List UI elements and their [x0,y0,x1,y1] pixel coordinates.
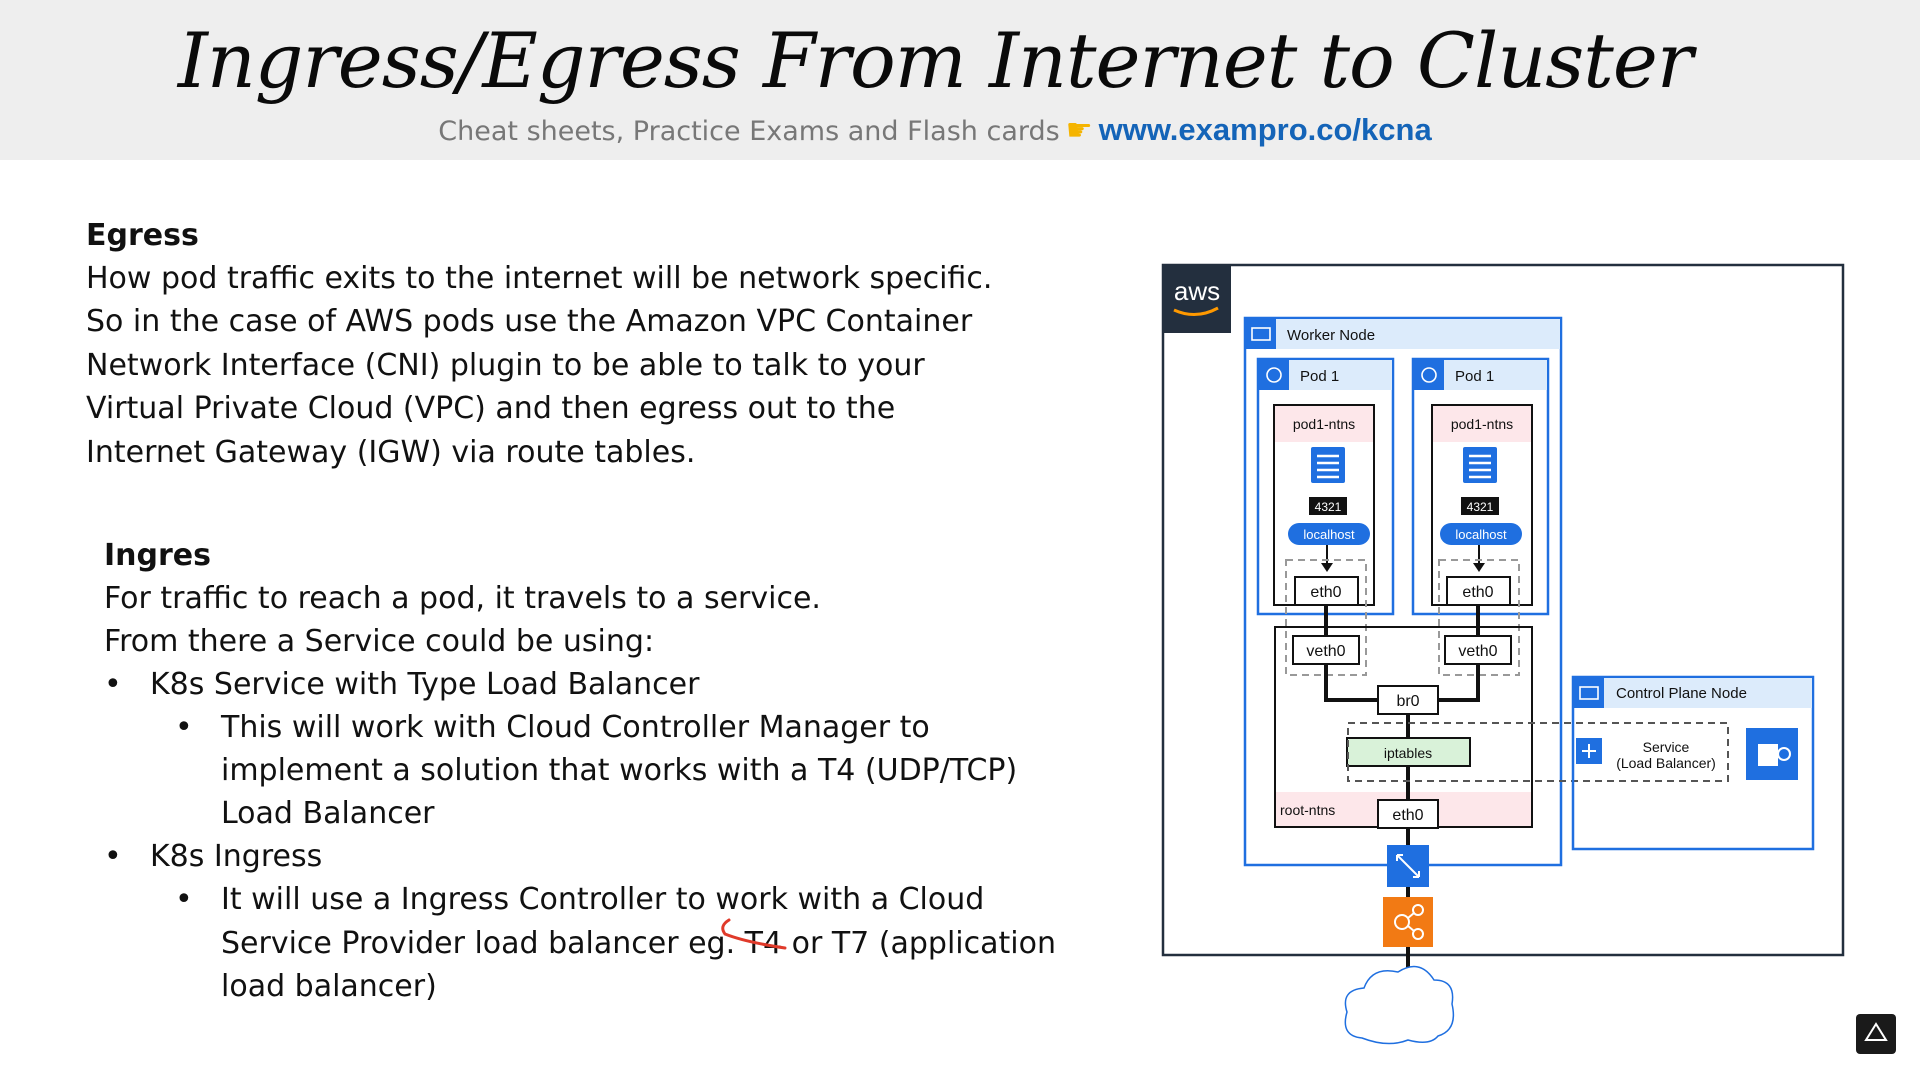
localhost-pill [1440,523,1522,545]
pod-label: Pod 1 [1455,368,1494,385]
pod-icon [1259,360,1289,390]
bullet-dot: • [175,882,193,917]
exampro-link[interactable]: www.exampro.co/kcna [1098,112,1432,147]
sub-bullet-continuation: Service Provider load balancer eg. T4 or… [221,926,1056,961]
namespace-label: pod1-ntns [1293,416,1355,432]
aws-cloud-frame [1161,263,1845,957]
pod-label: Pod 1 [1300,368,1339,385]
service-sublabel: (Load Balancer) [1616,755,1716,771]
worker-node-label: Worker Node [1287,327,1375,344]
service-label: Service [1643,739,1690,755]
arrow-down-icon [1473,563,1485,572]
port-badge [1309,497,1347,515]
egress-heading: Egress [86,218,199,253]
aws-logo [1163,265,1231,333]
ingress-line: From there a Service could be using: [104,624,655,659]
server-icon [1574,678,1604,708]
bullet-dot: • [175,710,193,745]
egress-line: Virtual Private Cloud (VPC) and then egr… [86,391,896,426]
veth0-interface [1292,635,1360,665]
localhost-label: localhost [1303,527,1355,542]
aws-smile-icon [1173,306,1219,316]
namespace-header [1275,406,1373,442]
document-icon [1311,447,1345,483]
br0-label: br0 [1396,693,1419,710]
egress-line: Internet Gateway (IGW) via route tables. [86,435,696,470]
pod-frame [1411,357,1550,616]
control-plane-label: Control Plane Node [1616,685,1747,702]
bullet-text: K8s Service with Type Load Balancer [150,667,700,702]
sub-bullet-continuation: implement a solution that works with a T… [221,753,1018,788]
iptables-box [1346,737,1471,767]
port-badge [1461,497,1499,515]
sub-bullet-continuation: load balancer) [221,969,437,1004]
namespace-label: pod1-ntns [1451,416,1513,432]
subtitle: Cheat sheets, Practice Exams and Flash c… [0,112,1870,148]
bullet-dot: • [104,839,122,874]
egress-line: So in the case of AWS pods use the Amazo… [86,304,973,339]
sub-bullet-text: This will work with Cloud Controller Man… [221,710,930,745]
root-namespace-label: root-ntns [1280,802,1335,818]
service-routing-frame [1347,722,1729,782]
header-banner: Ingress/Egress From Internet to Cluster … [0,0,1920,160]
eth0-interface [1446,576,1511,606]
localhost-pill [1288,523,1370,545]
pod-icon [1414,360,1444,390]
ingress-heading: Ingres [104,538,211,573]
veth0-label: veth0 [1306,643,1345,660]
namespace-header [1433,406,1531,442]
eth0-label: eth0 [1310,584,1341,601]
eth0-label: eth0 [1462,584,1493,601]
sub-bullet-text: It will use a Ingress Controller to work… [221,882,985,917]
strikethrough-annotation [721,918,787,950]
control-plane-header [1574,678,1812,708]
sub-bullet-continuation: Load Balancer [221,796,435,831]
port-label: 4321 [1315,500,1342,514]
subtitle-text: Cheat sheets, Practice Exams and Flash c… [438,116,1060,147]
veth0-label: veth0 [1458,643,1497,660]
document-icon [1463,447,1497,483]
port-label: 4321 [1467,500,1494,514]
ingress-line: For traffic to reach a pod, it travels t… [104,581,821,616]
localhost-label: localhost [1455,527,1507,542]
iptables-label: iptables [1384,745,1432,761]
control-plane-frame [1571,675,1815,851]
channel-logo-icon [1856,1014,1896,1054]
aws-logo-text: aws [1174,276,1220,306]
cloud-icon [1344,965,1455,1045]
worker-node-header [1246,319,1560,349]
bullet-text: K8s Ingress [150,839,323,874]
page-title: Ingress/Egress From Internet to Cluster [177,16,1693,105]
arrow-down-icon [1321,563,1333,572]
root-eth0-label: eth0 [1392,807,1423,824]
bullet-dot: • [104,667,122,702]
egress-line: How pod traffic exits to the internet wi… [86,261,993,296]
server-icon [1246,319,1276,349]
br0-bridge [1377,685,1439,715]
pointing-hand-icon: ☛ [1065,113,1093,148]
egress-line: Network Interface (CNI) plugin to be abl… [86,348,925,383]
